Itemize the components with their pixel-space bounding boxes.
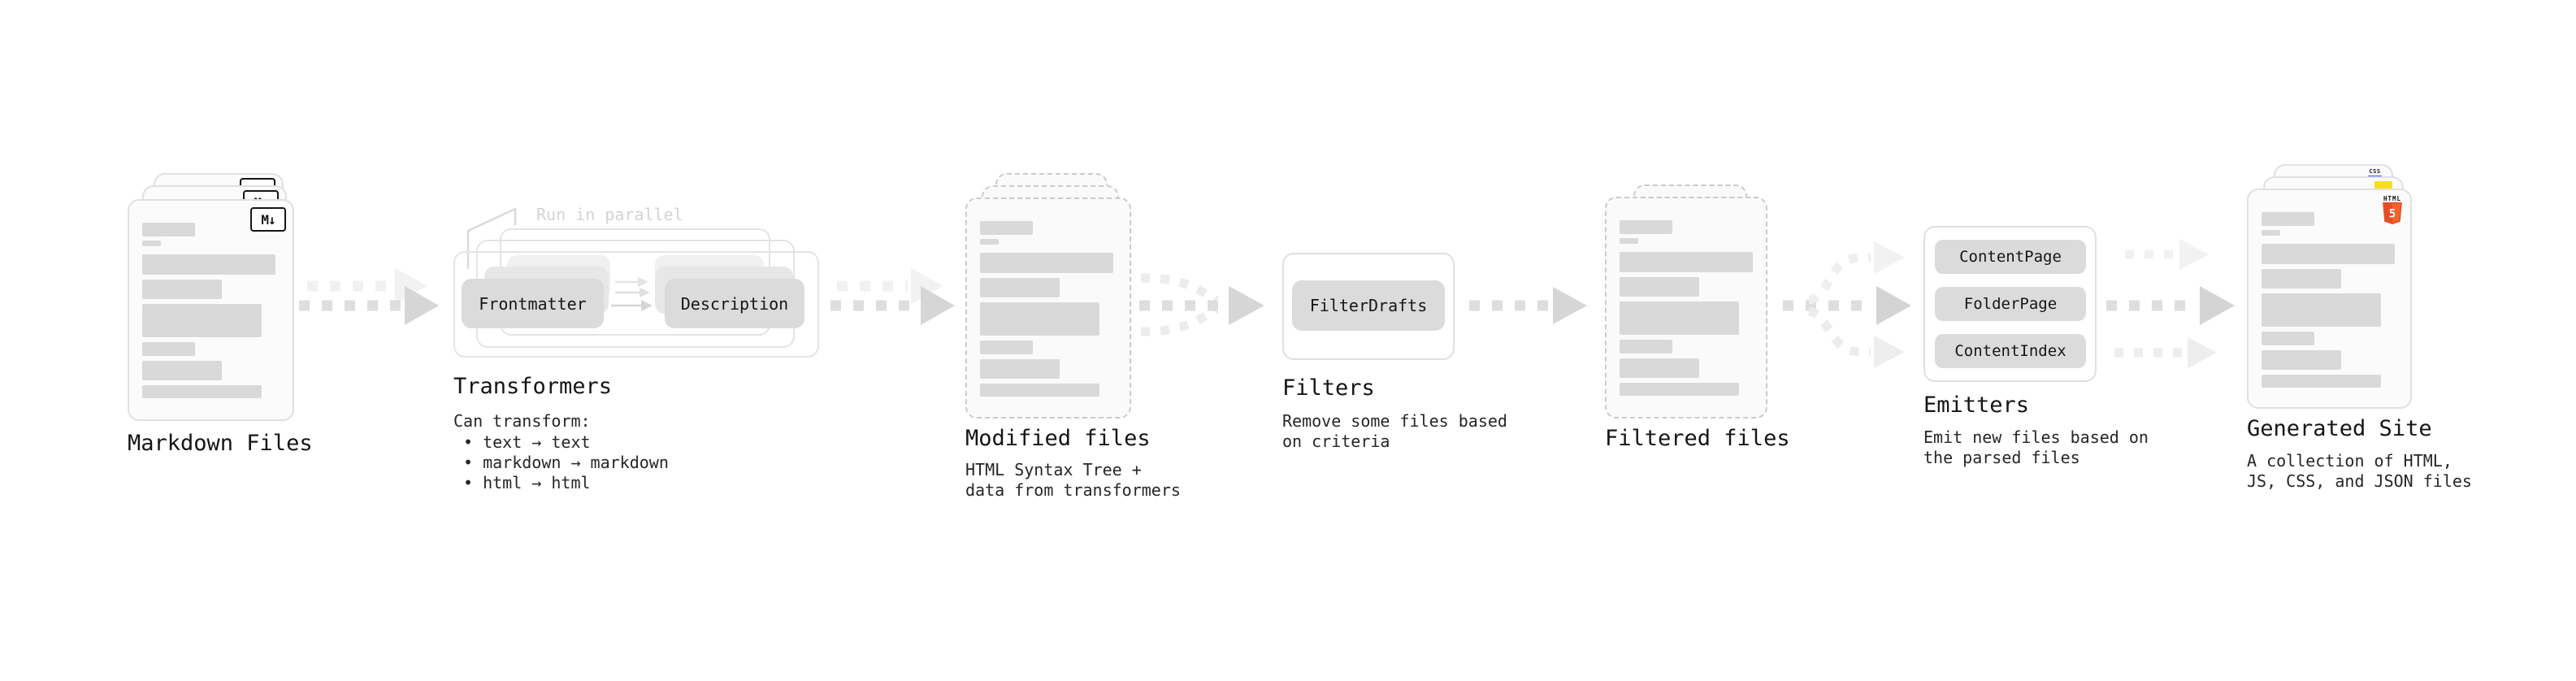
html5-icon: HTML 5 [2383,195,2402,224]
modified-files-subtitle: data from transformers [965,480,1181,500]
mini-arrowhead [641,300,653,311]
content-bar [142,223,195,236]
arrowhead [1229,286,1264,325]
mini-arrowhead [638,277,648,287]
content-bar [980,302,1099,336]
arrowhead-ghost [2179,239,2209,270]
file-content-bars [129,201,293,419]
transformers-subtitle: Can transform: [453,411,591,431]
content-bar [1620,238,1638,244]
arrowhead [1876,286,1911,325]
content-bar [2262,244,2395,264]
svg-text:5: 5 [2389,207,2396,220]
html5-icon-label: HTML [2383,195,2402,202]
content-bar [1620,277,1699,297]
emitters-subtitle: Emit new files based on [1923,427,2149,447]
html5-shield: 5 [2383,202,2402,224]
content-bar [142,361,222,380]
folderpage-pill: FolderPage [1935,287,2086,321]
content-bar [1620,358,1699,378]
content-bar [980,239,999,245]
generated-site-subtitle: A collection of HTML, [2247,451,2452,471]
arrowhead-ghost [911,268,943,304]
content-bar [2262,212,2314,226]
transformers-title: Transformers [453,374,613,399]
transformers-bullet: • html → html [463,473,591,492]
content-bar [1620,252,1753,272]
filterdrafts-pill: FilterDrafts [1292,280,1445,331]
run-in-parallel-label: Run in parallel [536,205,683,224]
mini-arrowhead [640,288,650,297]
content-bar [1620,301,1739,335]
arrowhead [1553,287,1587,324]
transformers-bullet: • text → text [463,432,591,452]
file-content-bars [2249,190,2410,407]
file-content-bars [1607,198,1766,417]
content-bar [142,241,161,246]
filters-subtitle: Remove some files based [1282,411,1507,431]
content-bar [980,278,1060,297]
markdown-icon: M↓ [250,207,286,232]
arrowhead [921,286,955,325]
modified-files-title: Modified files [965,426,1151,451]
content-bar [1620,340,1672,354]
content-bar [980,253,1113,273]
filters-title: Filters [1282,375,1375,401]
generated-site-subtitle: JS, CSS, and JSON files [2247,471,2472,491]
content-bar [980,384,1099,397]
content-bar [2262,269,2341,288]
generated-site-title: Generated Site [2247,416,2432,441]
arrow-diverge-top [1807,253,1871,305]
content-bar [980,359,1060,379]
emitters-subtitle: the parsed files [1923,448,2080,467]
arrowhead-ghost [1874,241,1905,274]
contentpage-pill: ContentPage [1935,240,2086,274]
transformer-box-front [453,251,819,358]
frontmatter-pill: Frontmatter [462,279,604,328]
arrow-converge-top [1140,273,1220,305]
contentindex-pill: ContentIndex [1935,334,2086,368]
arrowhead [2200,286,2235,325]
markdown-file-card-front: M↓ [128,199,294,421]
modified-file-card-front [965,197,1131,419]
content-bar [2262,375,2381,388]
content-bar [980,340,1033,354]
content-bar [2262,230,2280,236]
arrowhead-ghost [1874,336,1905,368]
content-bar [980,221,1033,235]
file-content-bars [967,199,1130,417]
emitters-title: Emitters [1923,393,2030,418]
css-icon-label: CSS [2369,168,2381,175]
content-bar [142,304,262,337]
content-bar [142,342,195,356]
content-bar [2262,350,2341,370]
content-bar [142,280,222,299]
content-bar [1620,383,1739,396]
callout-leader-line [466,207,517,269]
content-bar [2262,332,2314,345]
arrow-diverge-bottom [1807,306,1871,357]
content-bar [1620,220,1672,234]
content-bar [142,254,275,275]
generated-file-card-front: HTML 5 [2247,189,2412,409]
transformers-bullet: • markdown → markdown [463,453,669,472]
modified-files-subtitle: HTML Syntax Tree + [965,460,1142,479]
description-pill: Description [665,279,804,328]
arrowhead-ghost [2188,337,2217,368]
filtered-file-card-front [1605,197,1767,419]
filtered-files-title: Filtered files [1605,426,1790,451]
arrowhead-ghost [395,268,427,304]
content-bar [2262,293,2381,327]
filters-subtitle: on criteria [1282,432,1390,451]
content-bar [142,385,262,398]
markdown-files-title: Markdown Files [128,431,313,456]
arrow-converge-bottom [1140,305,1220,336]
arrowhead [405,286,439,325]
